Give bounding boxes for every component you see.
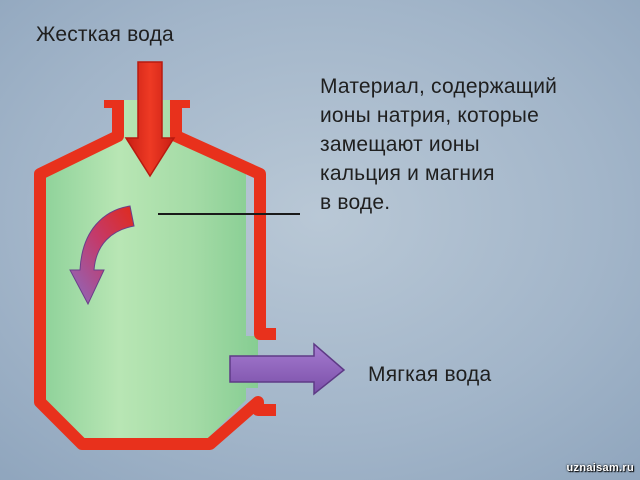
- material-line-1: Материал, содержащий: [320, 75, 558, 98]
- material-line-3: замещают ионы: [320, 133, 480, 156]
- material-description: Материал, содержащий ионы натрия, которы…: [320, 72, 620, 217]
- watermark: uznaisam.ru: [566, 462, 634, 474]
- soft-water-label: Мягкая вода: [368, 363, 492, 386]
- material-line-5: в воде.: [320, 191, 391, 214]
- outlet-arrow-icon: [229, 342, 346, 396]
- hard-water-label: Жесткая вода: [36, 23, 174, 46]
- inlet-arrow-icon: [124, 61, 176, 178]
- material-line-4: кальция и магния: [320, 162, 495, 185]
- water-fill: [44, 100, 258, 440]
- flow-swirl-arrow-icon: [69, 205, 135, 306]
- vessel-wall-right: [170, 100, 276, 340]
- material-line-2: ионы натрия, которые: [320, 104, 539, 127]
